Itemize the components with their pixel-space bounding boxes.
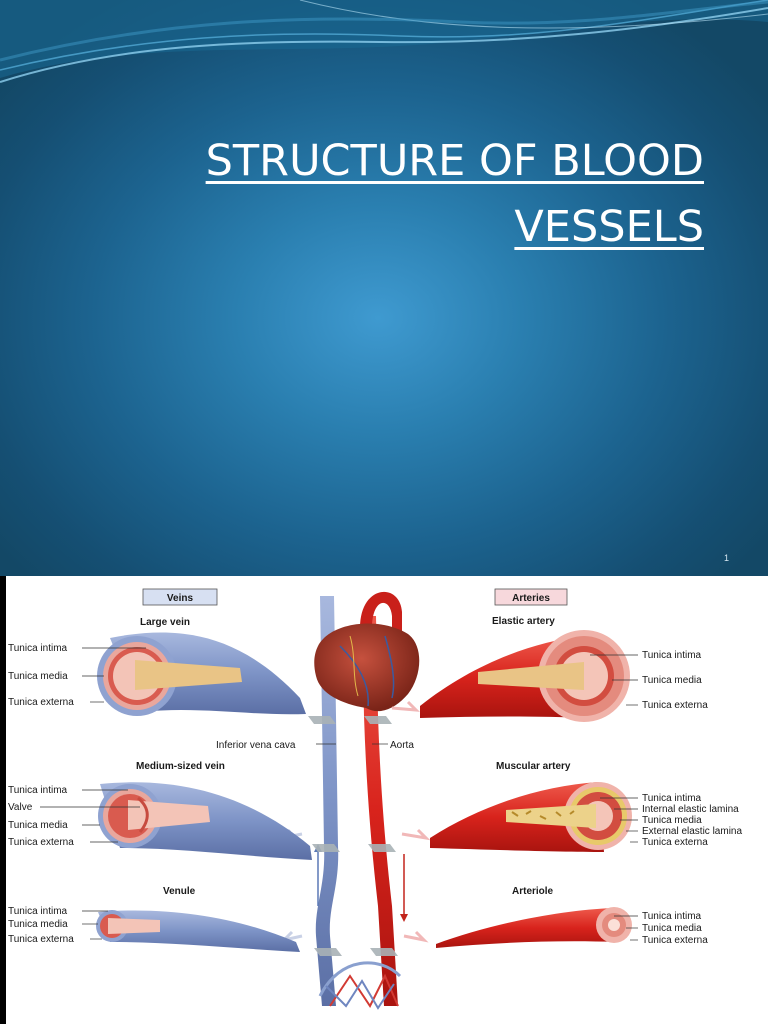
medium-vein-labels: Tunica intima Valve Tunica media Tunica …	[8, 785, 140, 848]
muscular-artery-tunica-media-label: Tunica media	[642, 815, 702, 826]
venule-tunica-externa-label: Tunica externa	[8, 934, 74, 945]
large-vein-tunica-externa-label: Tunica externa	[8, 697, 74, 708]
vena-cava-vessel	[315, 596, 339, 1006]
muscular-artery-heading: Muscular artery	[496, 761, 571, 772]
capillary-bed	[318, 961, 402, 1010]
slide-title: STRUCTURE OF BLOOD VESSELS	[60, 128, 704, 260]
large-vein	[97, 632, 306, 716]
muscular-artery-tunica-intima-label: Tunica intima	[642, 793, 702, 804]
aorta-vessel	[362, 616, 398, 1006]
venule-heading: Venule	[163, 886, 196, 897]
large-vein-heading: Large vein	[140, 617, 190, 628]
medium-vein-heading: Medium-sized vein	[136, 761, 225, 772]
venule-tunica-intima-label: Tunica intima	[8, 906, 68, 917]
elastic-artery	[420, 630, 630, 722]
large-vein-labels: Tunica intima Tunica media Tunica extern…	[8, 643, 146, 708]
venule-labels: Tunica intima Tunica media Tunica extern…	[8, 906, 108, 945]
arteriole-tunica-media-label: Tunica media	[642, 923, 702, 934]
elastic-artery-tunica-media-label: Tunica media	[642, 675, 702, 686]
blood-vessel-diagram: Veins Arteries	[0, 576, 768, 1024]
muscular-artery-tunica-externa-label: Tunica externa	[642, 837, 708, 848]
medium-vein-valve-label: Valve	[8, 802, 33, 813]
title-line-2: VESSELS	[514, 202, 704, 252]
muscular-artery	[430, 782, 632, 852]
arteriole	[436, 907, 632, 948]
arteries-header: Arteries	[494, 588, 568, 606]
muscular-artery-labels: Tunica intima Internal elastic lamina Tu…	[600, 793, 742, 848]
arteriole-heading: Arteriole	[512, 886, 554, 897]
muscular-artery-external-elastic-lamina-label: External elastic lamina	[642, 826, 742, 837]
slide-number: 1	[724, 553, 730, 563]
elastic-artery-heading: Elastic artery	[492, 616, 555, 627]
elastic-artery-tunica-externa-label: Tunica externa	[642, 700, 708, 711]
venule-tunica-media-label: Tunica media	[8, 919, 68, 930]
medium-sized-vein	[98, 782, 312, 860]
vessel-illustration: Veins Arteries	[8, 588, 742, 1010]
medium-vein-tunica-media-label: Tunica media	[8, 820, 68, 831]
title-line-1: STRUCTURE OF BLOOD	[205, 136, 704, 186]
elastic-artery-tunica-intima-label: Tunica intima	[642, 650, 702, 661]
medium-vein-tunica-intima-label: Tunica intima	[8, 785, 68, 796]
venule	[96, 910, 300, 952]
arteries-box-label: Arteries	[512, 593, 550, 604]
inferior-vena-cava-label: Inferior vena cava	[216, 740, 296, 751]
aorta-label: Aorta	[390, 740, 414, 751]
title-slide: STRUCTURE OF BLOOD VESSELS 1	[0, 0, 768, 576]
arteriole-labels: Tunica intima Tunica media Tunica extern…	[614, 911, 708, 946]
veins-header: Veins	[142, 588, 218, 606]
arteriole-tunica-externa-label: Tunica externa	[642, 935, 708, 946]
arteriole-tunica-intima-label: Tunica intima	[642, 911, 702, 922]
veins-box-label: Veins	[167, 593, 194, 604]
medium-vein-tunica-externa-label: Tunica externa	[8, 837, 74, 848]
elastic-artery-labels: Tunica intima Tunica media Tunica extern…	[590, 650, 708, 711]
large-vein-tunica-media-label: Tunica media	[8, 671, 68, 682]
header-wave-decoration	[0, 0, 768, 83]
muscular-artery-internal-elastic-lamina-label: Internal elastic lamina	[642, 804, 739, 815]
large-vein-tunica-intima-label: Tunica intima	[8, 643, 68, 654]
